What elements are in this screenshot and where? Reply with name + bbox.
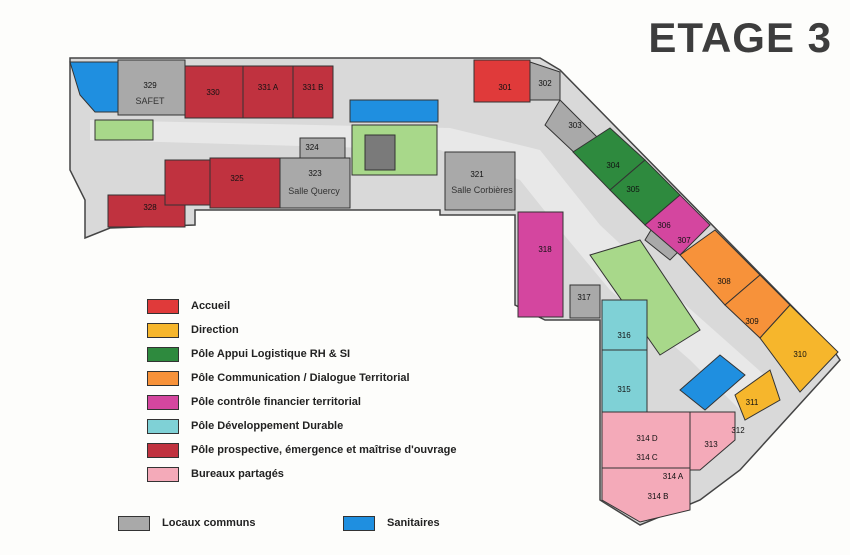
- room-304: 304: [606, 161, 620, 170]
- legend-item: Pôle Appui Logistique RH & SI: [147, 346, 350, 362]
- room-318: 318: [538, 245, 552, 254]
- zone-sanitaires: [69, 61, 746, 411]
- legend-item: Pôle Développement Durable: [147, 418, 343, 434]
- legend-item: Pôle contrôle financier territorial: [147, 394, 361, 410]
- legend-label: Accueil: [191, 300, 231, 312]
- legend-swatch: [343, 515, 375, 531]
- zone-direction: [734, 304, 839, 421]
- room-314a: 314 A: [663, 472, 684, 481]
- handwritten-safe: SAFET: [135, 96, 165, 106]
- legend-label: Pôle prospective, émergence et maîtrise …: [191, 444, 457, 456]
- legend-label: Pôle Développement Durable: [191, 420, 344, 432]
- room-321: 321: [470, 170, 484, 179]
- room-313: 313: [704, 440, 718, 449]
- legend-item: Locaux communs: [118, 515, 256, 531]
- room-314b: 314 B: [648, 492, 669, 501]
- zone-developpement: [601, 299, 648, 413]
- handwritten-quercy: Salle Quercy: [288, 186, 340, 196]
- room-328: 328: [143, 203, 157, 212]
- legend-swatch: [118, 515, 150, 531]
- room-302: 302: [538, 79, 552, 88]
- zone-controle: [517, 194, 711, 318]
- legend-item: Bureaux partagés: [147, 466, 284, 482]
- zone-circulation: [94, 119, 701, 356]
- room-324: 324: [305, 143, 319, 152]
- legend-item: Accueil: [147, 298, 230, 314]
- legend-label: Bureaux partagés: [191, 468, 284, 480]
- room-330: 330: [206, 88, 220, 97]
- legend-label: Sanitaires: [387, 517, 440, 529]
- legend-swatch: [147, 346, 179, 362]
- legend-label: Pôle contrôle financier territorial: [191, 396, 361, 408]
- legend-swatch: [147, 442, 179, 458]
- room-303: 303: [568, 121, 582, 130]
- legend-swatch: [147, 394, 179, 410]
- legend-item: Sanitaires: [343, 515, 440, 531]
- room-306: 306: [657, 221, 671, 230]
- legend-swatch: [147, 322, 179, 338]
- room-312: 312: [731, 426, 745, 435]
- zone-bureaux-partages: [601, 411, 736, 523]
- legend-swatch: [147, 466, 179, 482]
- handwritten-corbieres: Salle Corbières: [451, 185, 513, 195]
- zone-accueil: [473, 59, 531, 103]
- zone-prospective: [107, 65, 334, 228]
- legend-item: Pôle Communication / Dialogue Territoria…: [147, 370, 410, 386]
- room-310: 310: [793, 350, 807, 359]
- legend-label: Pôle Communication / Dialogue Territoria…: [191, 372, 410, 384]
- page-title: ETAGE 3: [648, 14, 832, 61]
- room-301: 301: [498, 83, 512, 92]
- room-314c: 314 C: [636, 453, 658, 462]
- room-314d: 314 D: [636, 434, 658, 443]
- room-311: 311: [746, 398, 759, 407]
- room-305: 305: [626, 185, 640, 194]
- room-317: 317: [577, 293, 591, 302]
- legend-label: Direction: [191, 324, 239, 336]
- legend-label: Locaux communs: [162, 517, 256, 529]
- room-315: 315: [617, 385, 631, 394]
- room-331a: 331 A: [258, 83, 279, 92]
- room-labels: 329 SAFET 330 331 A 331 B 301 302 303 30…: [135, 79, 807, 501]
- legend-swatch: [147, 298, 179, 314]
- room-323: 323: [308, 169, 322, 178]
- room-308: 308: [717, 277, 731, 286]
- room-309: 309: [745, 317, 759, 326]
- legend-label: Pôle Appui Logistique RH & SI: [191, 348, 351, 360]
- legend-item: Pôle prospective, émergence et maîtrise …: [147, 442, 457, 458]
- room-331b: 331 B: [303, 83, 324, 92]
- room-329: 329: [143, 81, 157, 90]
- room-307: 307: [677, 236, 691, 245]
- legend-swatch: [147, 418, 179, 434]
- room-325: 325: [230, 174, 244, 183]
- legend-item: Direction: [147, 322, 239, 338]
- legend-swatch: [147, 370, 179, 386]
- room-316: 316: [617, 331, 631, 340]
